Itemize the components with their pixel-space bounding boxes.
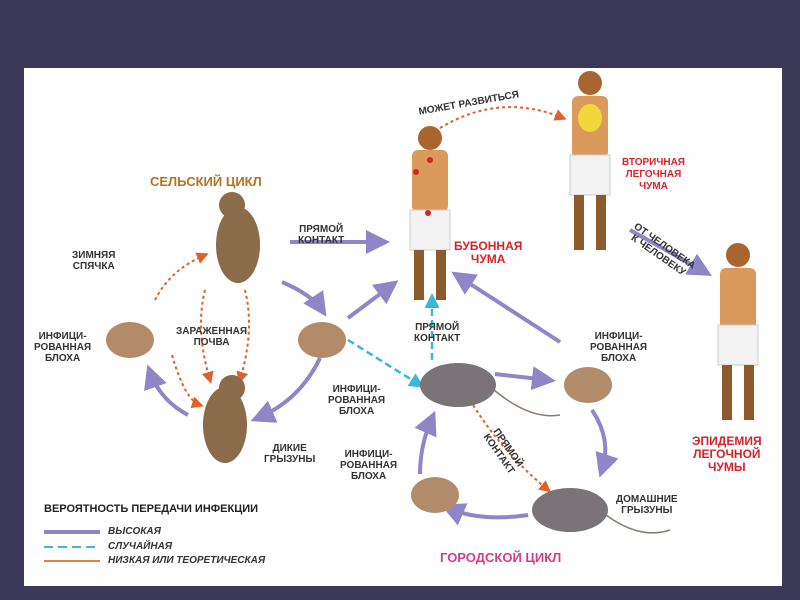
- arrow-marmot-to-flea-left: [144, 364, 189, 417]
- bubonic-plague-label: БУБОННАЯ ЧУМА: [454, 239, 523, 266]
- legend-title: ВЕРОЯТНОСТЬ ПЕРЕДАЧИ ИНФЕКЦИИ: [44, 503, 259, 515]
- legend-item-high: ВЫСОКАЯ: [108, 526, 161, 537]
- direct-contact-label: ПРЯМОЙ КОНТАКТ: [298, 224, 345, 246]
- infected-flea-label: ИНФИЦИ- РОВАННАЯ БЛОХА: [340, 449, 398, 482]
- arrow-occasional: [347, 338, 425, 388]
- infected-flea-label: ИНФИЦИ- РОВАННАЯ БЛОХА: [34, 331, 92, 364]
- arrow-flea-left-to-marmot: [171, 354, 204, 409]
- rat-center: [420, 363, 496, 407]
- infected-flea-label: ИНФИЦИ- РОВАННАЯ БЛОХА: [328, 384, 386, 417]
- arrow-flea-to-rat: [414, 410, 437, 475]
- arrow-flea-to-domestic: [590, 408, 619, 478]
- arrow-rat-to-domestic: [469, 399, 552, 493]
- urban-cycle-title: ГОРОДСКОЙ ЦИКЛ: [440, 550, 562, 565]
- legend-item-low: НИЗКАЯ ИЛИ ТЕОРЕТИЧЕСКАЯ: [108, 555, 266, 566]
- marmot-top: [216, 207, 260, 283]
- arrow-flea-to-marmot: [250, 357, 322, 423]
- flea-bottom: [411, 477, 459, 513]
- contaminated-soil-label: ЗАРАЖЕННАЯ ПОЧВА: [176, 326, 248, 348]
- pneumonic-epidemic-label: ЭПИДЕМИЯ ЛЕГОЧНОЙ ЧУМЫ: [692, 434, 762, 474]
- arrow-rat-to-flea-right: [494, 366, 556, 391]
- arrow-soil-1: [200, 289, 214, 384]
- arrow-domestic-to-flea: [440, 503, 529, 526]
- rural-cycle-title: СЕЛЬСКИЙ ЦИКЛ: [150, 174, 262, 189]
- rat-domestic: [532, 488, 608, 532]
- domestic-rodents-label: ДОМАШНИЕ ГРЫЗУНЫ: [616, 494, 678, 516]
- flea-left: [106, 322, 154, 358]
- human-bubonic: [409, 126, 451, 300]
- human-epidemic: [717, 243, 759, 420]
- arrow-human-to-human: [629, 228, 712, 276]
- hibernation-label: ЗИМНЯЯ СПЯЧКА: [72, 250, 116, 272]
- infected-flea-label: ИНФИЦИ- РОВАННАЯ БЛОХА: [590, 331, 648, 364]
- diagram-panel: [24, 68, 782, 586]
- arrow-hibernation: [154, 252, 209, 301]
- marmot-bottom: [203, 387, 247, 463]
- legend-item-occasional: СЛУЧАЙНАЯ: [108, 541, 173, 552]
- wild-rodents-label: ДИКИЕ ГРЫЗУНЫ: [264, 443, 316, 465]
- human-secondary: [569, 71, 611, 250]
- arrow-flea-to-human: [346, 280, 399, 320]
- secondary-pneumonic-label: ВТОРИЧНАЯ ЛЕГОЧНАЯ ЧУМА: [622, 157, 685, 192]
- direct-contact-label: ПРЯМОЙ КОНТАКТ: [414, 322, 461, 344]
- arrow-marmot-to-flea: [281, 280, 327, 317]
- arrow-soil-2: [236, 289, 250, 384]
- arrow-flea-to-human-right: [451, 271, 562, 344]
- flea-mid: [298, 322, 346, 358]
- flea-right: [564, 367, 612, 403]
